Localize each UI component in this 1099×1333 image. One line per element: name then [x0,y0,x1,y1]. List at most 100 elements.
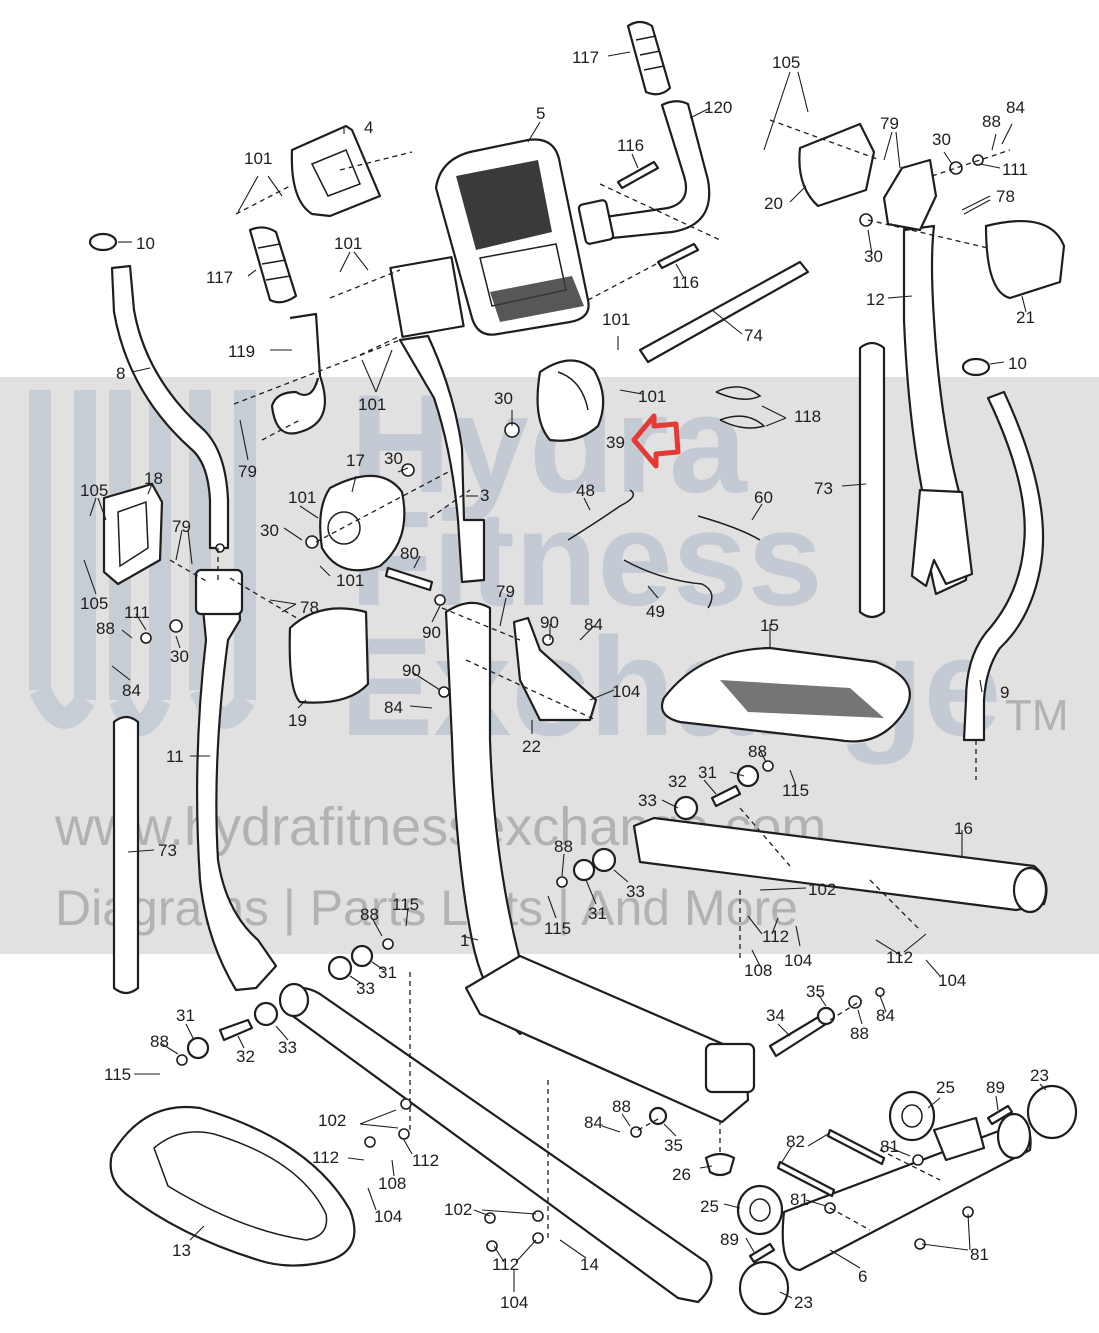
callout-4: 4 [364,118,373,137]
callout-48: 48 [576,481,595,500]
callout-84: 84 [876,1006,895,1025]
callout-112: 112 [886,948,913,967]
callout-117: 117 [206,268,233,287]
callout-79: 79 [238,462,257,481]
part-1-main-column [444,601,554,1036]
part-8-arm-left [110,264,230,550]
callout-60: 60 [754,488,773,507]
callout-112: 112 [412,1151,439,1170]
callout-102: 102 [318,1111,346,1130]
callout-18: 18 [144,469,163,488]
part-60-wire [697,515,761,541]
callout-115: 115 [392,895,419,914]
callout-111: 111 [124,603,150,622]
part-39-cover [536,359,605,442]
console-speaker-grille [456,160,552,250]
part-17-motor [319,474,406,572]
callout-88: 88 [554,837,573,856]
callout-90: 90 [402,661,421,680]
callout-30: 30 [170,647,189,666]
part-25-wheel-right [888,1090,936,1142]
arm-left-pivot-block [194,568,244,616]
watermark-line-2: Fitness [350,483,823,634]
callout-33: 33 [626,882,645,901]
callout-23: 23 [794,1293,813,1312]
part-82-bolt-a [776,1160,836,1198]
part-119-handle-bracket [270,312,326,435]
pedal-right-tread [720,680,884,718]
part-33-gear-a [673,795,699,821]
part-116-bolt-upper [616,160,660,190]
callout-33: 33 [638,791,657,810]
callout-88: 88 [748,742,767,761]
callout-78: 78 [996,187,1015,206]
callout-102: 102 [444,1200,472,1219]
part-74-axle [638,260,810,364]
part-31-washer-d [186,1036,210,1060]
callout-102: 102 [808,880,836,899]
callout-19: 19 [288,711,307,730]
callout-81: 81 [790,1190,809,1209]
callout-31: 31 [378,963,397,982]
callout-81: 81 [970,1245,989,1264]
part-23-endcap-left [738,1260,790,1316]
callout-89: 89 [986,1078,1005,1097]
callout-31: 31 [176,1006,195,1025]
callout-88: 88 [150,1032,169,1051]
callout-20: 20 [764,194,783,213]
part-31-washer-b [572,858,596,882]
callout-74: 74 [744,326,763,345]
callout-13: 13 [172,1241,191,1260]
callout-17: 17 [346,451,365,470]
callout-33: 33 [278,1038,297,1057]
callout-115: 115 [782,781,809,800]
callout-108: 108 [378,1174,406,1193]
callout-35: 35 [806,982,825,1001]
callout-79: 79 [880,114,899,133]
callout-10: 10 [1008,354,1027,373]
callout-104: 104 [612,682,640,701]
callout-leader-lines [83,51,1047,1299]
part-73-tube-right [858,341,886,619]
callout-73: 73 [814,479,833,498]
callout-30: 30 [932,130,951,149]
callout-115: 115 [104,1065,131,1084]
callout-120: 120 [704,98,732,117]
callout-80: 80 [400,544,419,563]
part-73-tube-left [112,715,140,995]
part-32-shaft-right [710,784,742,808]
callout-105: 105 [80,481,108,500]
callout-39: 39 [606,433,625,452]
callout-12: 12 [866,290,885,309]
callout-81: 81 [880,1137,899,1156]
callout-30: 30 [494,389,513,408]
callout-78: 78 [300,598,319,617]
callout-119: 119 [228,342,255,361]
callout-101: 101 [358,395,386,414]
part-21-shroud [984,219,1066,300]
part-33-gear-b [591,847,617,873]
part-35-bushing-left [648,1106,668,1126]
part-10-cap-left [88,232,118,252]
part-19-cover [288,607,370,704]
callout-88: 88 [612,1097,631,1116]
callout-112: 112 [312,1148,339,1167]
part-10-cap-right [961,357,991,377]
callout-26: 26 [672,1165,691,1184]
callout-11: 11 [166,747,184,766]
callout-49: 49 [646,602,665,621]
callout-88: 88 [360,905,379,924]
part-116-bolt-lower [656,242,700,270]
part-26-foot [704,1152,736,1177]
part-118-wires [715,386,766,429]
arrow-left-icon [631,413,681,469]
callout-117: 117 [572,48,599,67]
callout-118: 118 [794,407,821,426]
callout-1: 1 [460,931,469,950]
callout-116: 116 [672,273,699,292]
callout-88: 88 [982,112,1001,131]
callout-3: 3 [480,486,489,505]
parts-drawing [83,20,1078,1316]
callout-30: 30 [864,247,883,266]
callout-101: 101 [288,488,316,507]
